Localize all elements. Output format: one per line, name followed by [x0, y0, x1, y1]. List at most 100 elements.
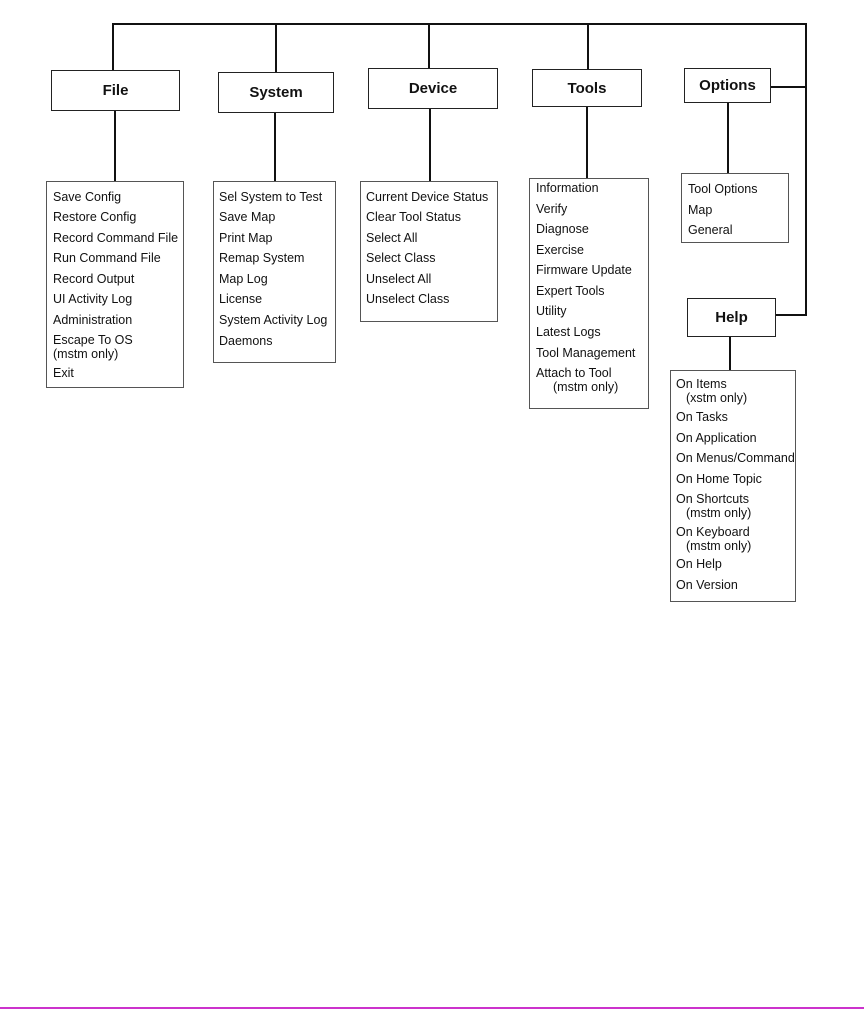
menu-item-label: Map Log	[219, 272, 268, 286]
menu-item-on-home-topic[interactable]: On Home Topic	[676, 472, 762, 486]
menu-item-information[interactable]: Information	[536, 181, 599, 195]
menu-item-label: Daemons	[219, 334, 273, 348]
menu-item-system-activity-log[interactable]: System Activity Log	[219, 313, 327, 327]
menu-item-on-help[interactable]: On Help	[676, 557, 722, 571]
menu-item-current-device-status[interactable]: Current Device Status	[366, 190, 488, 204]
menu-header-help[interactable]: Help	[687, 298, 776, 337]
menu-item-label: Sel System to Test	[219, 190, 323, 204]
menu-item-label: Verify	[536, 202, 568, 216]
menu-item-administration[interactable]: Administration	[53, 313, 132, 327]
menu-item-map[interactable]: Map	[688, 203, 712, 217]
menu-item-label: On Home Topic	[676, 472, 762, 486]
menu-item-save-map[interactable]: Save Map	[219, 210, 275, 224]
menu-item-label: Select Class	[366, 251, 436, 265]
menu-item-remap-system[interactable]: Remap System	[219, 251, 304, 265]
top-connector	[112, 23, 807, 25]
menu-item-latest-logs[interactable]: Latest Logs	[536, 325, 601, 339]
menu-item-exercise[interactable]: Exercise	[536, 243, 584, 257]
menu-item-label: On Shortcuts	[676, 492, 749, 506]
menu-item-note: (mstm only)	[553, 380, 619, 394]
menu-header-options[interactable]: Options	[684, 68, 771, 103]
menu-item-on-items[interactable]: On Items (xstm only)	[676, 377, 747, 405]
menu-header-system[interactable]: System	[218, 72, 334, 113]
menu-item-save-config[interactable]: Save Config	[53, 190, 121, 204]
menu-list-device: Current Device Status Clear Tool Status …	[360, 181, 498, 322]
menu-item-general[interactable]: General	[688, 223, 732, 237]
menu-item-label: Administration	[53, 313, 133, 327]
menu-item-utility[interactable]: Utility	[536, 304, 567, 318]
menu-item-on-version[interactable]: On Version	[676, 578, 738, 592]
menu-item-label: Select All	[366, 231, 418, 245]
menu-item-unselect-all[interactable]: Unselect All	[366, 272, 431, 286]
menu-item-label: Save Map	[219, 210, 276, 224]
menu-item-label: Clear Tool Status	[366, 210, 461, 224]
menu-item-clear-tool-status[interactable]: Clear Tool Status	[366, 210, 461, 224]
menu-item-label: UI Activity Log	[53, 292, 133, 306]
menu-item-map-log[interactable]: Map Log	[219, 272, 268, 286]
menu-item-select-all[interactable]: Select All	[366, 231, 417, 245]
menu-item-label: General	[688, 223, 733, 237]
menu-item-label: System Activity Log	[219, 313, 328, 327]
menu-item-label: On Tasks	[676, 410, 728, 424]
menu-item-label: On Version	[676, 578, 738, 592]
menu-item-diagnose[interactable]: Diagnose	[536, 222, 589, 236]
menu-item-unselect-class[interactable]: Unselect Class	[366, 292, 449, 306]
menu-item-label: Restore Config	[53, 210, 137, 224]
menu-item-on-menus-command[interactable]: On Menus/Command	[676, 451, 795, 465]
menu-item-record-command-file[interactable]: Record Command File	[53, 231, 178, 245]
menu-item-on-application[interactable]: On Application	[676, 431, 757, 445]
menu-item-label: Escape To OS	[53, 333, 133, 347]
menu-item-label: Utility	[536, 304, 567, 318]
menu-header-file[interactable]: File	[51, 70, 180, 111]
menu-item-verify[interactable]: Verify	[536, 202, 567, 216]
menu-item-attach-to-tool[interactable]: Attach to Tool (mstm only)	[536, 366, 618, 394]
menu-item-print-map[interactable]: Print Map	[219, 231, 273, 245]
menu-item-ui-activity-log[interactable]: UI Activity Log	[53, 292, 132, 306]
options-stem-line	[727, 102, 729, 174]
menu-item-tool-management[interactable]: Tool Management	[536, 346, 635, 360]
menu-item-on-shortcuts[interactable]: On Shortcuts (mstm only)	[676, 492, 751, 520]
menu-item-label: Run Command File	[53, 251, 161, 265]
menu-item-label: Latest Logs	[536, 325, 601, 339]
menu-item-label: Tool Options	[688, 182, 758, 196]
menu-item-label: Expert Tools	[536, 284, 605, 298]
menu-item-on-tasks[interactable]: On Tasks	[676, 410, 728, 424]
menu-item-label: Unselect All	[366, 272, 432, 286]
menu-header-label: System	[249, 84, 303, 101]
menu-item-record-output[interactable]: Record Output	[53, 272, 134, 286]
device-stem-line	[429, 108, 431, 181]
menu-item-label: On Help	[676, 557, 722, 571]
tools-drop-line	[587, 23, 589, 70]
menu-header-tools[interactable]: Tools	[532, 69, 642, 107]
options-connector	[770, 86, 807, 88]
menu-item-run-command-file[interactable]: Run Command File	[53, 251, 161, 265]
menu-item-label: Print Map	[219, 231, 273, 245]
menu-item-note: (mstm only)	[53, 347, 119, 361]
menu-item-firmware-update[interactable]: Firmware Update	[536, 263, 632, 277]
menu-item-expert-tools[interactable]: Expert Tools	[536, 284, 605, 298]
file-stem-line	[114, 110, 116, 181]
menu-item-label: Unselect Class	[366, 292, 450, 306]
menu-header-device[interactable]: Device	[368, 68, 498, 109]
menu-item-label: Exit	[53, 366, 74, 380]
menu-item-tool-options[interactable]: Tool Options	[688, 182, 757, 196]
menu-item-exit[interactable]: Exit	[53, 366, 74, 380]
menu-header-label: Help	[715, 309, 748, 326]
system-drop-line	[275, 23, 277, 73]
menu-item-license[interactable]: License	[219, 292, 262, 306]
menu-item-label: Firmware Update	[536, 263, 632, 277]
menu-item-escape-to-os[interactable]: Escape To OS (mstm only)	[53, 333, 133, 361]
help-stem-line	[729, 337, 731, 371]
device-drop-line	[428, 23, 430, 69]
menu-item-select-class[interactable]: Select Class	[366, 251, 435, 265]
menu-item-note: (xstm only)	[686, 391, 748, 405]
menu-item-sel-system-to-test[interactable]: Sel System to Test	[219, 190, 322, 204]
menu-item-daemons[interactable]: Daemons	[219, 334, 273, 348]
menu-item-label: Current Device Status	[366, 190, 489, 204]
menu-item-on-keyboard[interactable]: On Keyboard (mstm only)	[676, 525, 751, 553]
menu-list-file: Save Config Restore Config Record Comman…	[46, 181, 184, 388]
menu-item-label: On Keyboard	[676, 525, 750, 539]
menu-item-label: Record Command File	[53, 231, 179, 245]
menu-item-restore-config[interactable]: Restore Config	[53, 210, 136, 224]
menu-item-label: Tool Management	[536, 346, 636, 360]
